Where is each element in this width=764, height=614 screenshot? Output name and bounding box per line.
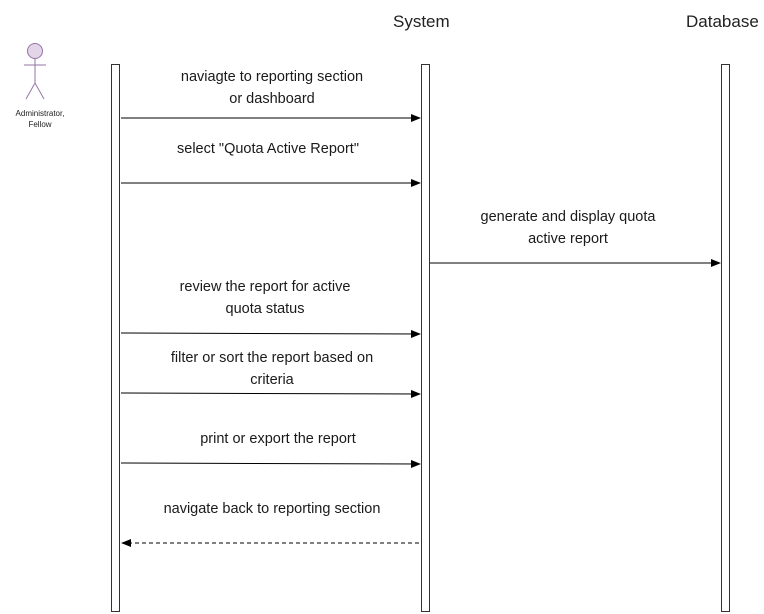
lifeline-actor: [111, 64, 120, 612]
lifeline-database: [721, 64, 730, 612]
actor-name: Administrator, Fellow: [15, 109, 65, 129]
actor-label: Administrator, Fellow: [4, 108, 76, 130]
participant-database-label: Database: [686, 12, 759, 31]
message-arrow-6: [120, 459, 421, 468]
message-label-2: select "Quota Active Report": [177, 141, 359, 157]
message-label-5: filter or sort the report based on crite…: [170, 350, 374, 388]
message-label-3: generate and display quota active report: [480, 209, 656, 247]
message-arrow-5: [120, 389, 421, 398]
message-arrow-4: [120, 329, 421, 338]
message-label-1: naviagte to reporting section or dashboa…: [180, 69, 364, 107]
lifeline-system: [421, 64, 430, 612]
message-label-6: print or export the report: [200, 431, 356, 447]
message-label-4: review the report for active quota statu…: [179, 279, 351, 317]
participant-system-label: System: [393, 12, 450, 31]
message-label-7: navigate back to reporting section: [163, 501, 381, 517]
